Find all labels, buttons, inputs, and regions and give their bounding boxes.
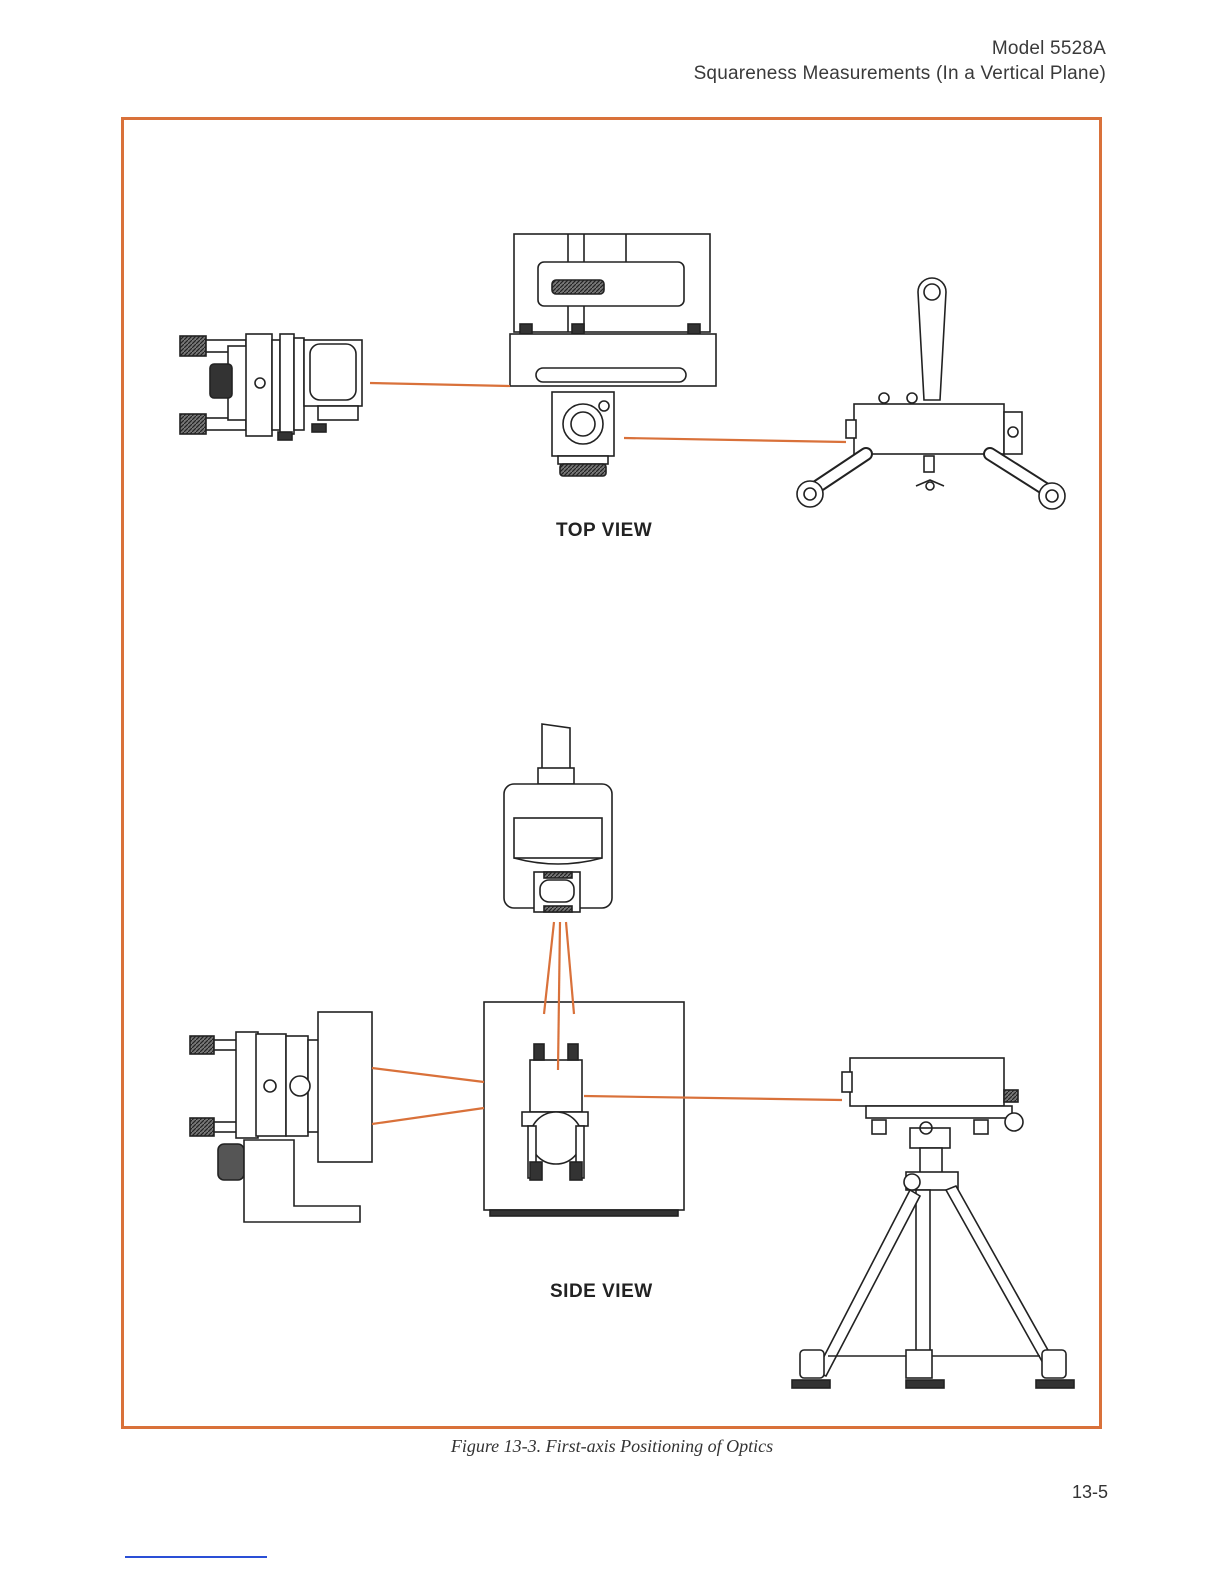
side-view-label: SIDE VIEW [550,1281,653,1303]
top-interferometer-mount [180,334,362,440]
side-laser-tripod [792,1058,1074,1388]
top-laser-head [797,278,1065,509]
side-top-optic [504,724,612,912]
top-view-group [180,234,1065,509]
page-number: 13-5 [1072,1482,1108,1503]
side-center-box [484,1002,684,1216]
figure-caption: Figure 13-3. First-axis Positioning of O… [0,1436,1224,1457]
footer-rule [125,1556,267,1558]
side-left-mount [190,1012,372,1222]
top-view-label: TOP VIEW [556,520,652,542]
